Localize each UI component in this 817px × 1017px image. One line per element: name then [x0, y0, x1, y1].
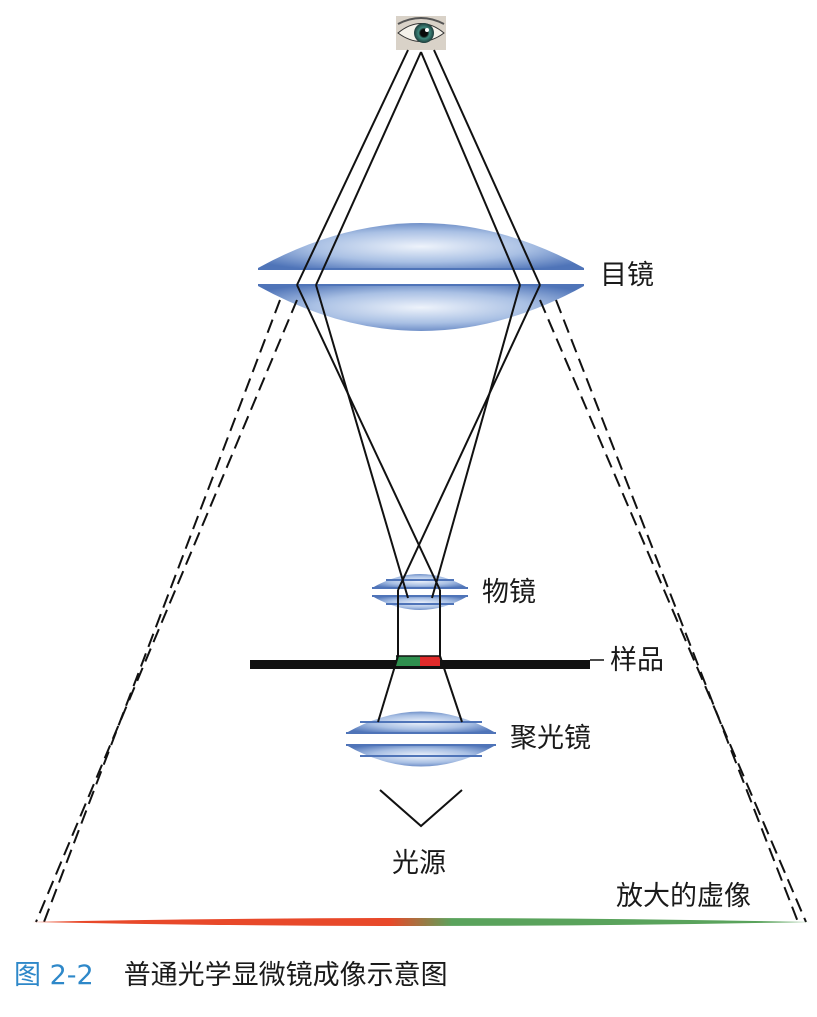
virtual-image-label: 放大的虚像 [616, 881, 751, 912]
light-source-label: 光源 [392, 848, 446, 879]
virtual-image-bar [32, 918, 810, 926]
figure-caption: 图 2-2 普通光学显微镜成像示意图 [14, 962, 448, 989]
condenser-lens [346, 711, 496, 767]
objective-label: 物镜 [482, 577, 536, 608]
condenser-label: 聚光镜 [510, 723, 591, 754]
objective-lens [372, 574, 468, 610]
eyepiece-label: 目镜 [600, 260, 654, 291]
virtual-rays [35, 299, 807, 923]
caption-text: 普通光学显微镜成像示意图 [123, 960, 448, 991]
specimen-slide [250, 655, 604, 669]
light-rays [296, 49, 541, 828]
eye-icon [396, 16, 446, 50]
specimen-label: 样品 [610, 645, 664, 676]
caption-number: 图 2-2 [14, 960, 94, 991]
eyepiece-lens [258, 223, 584, 331]
